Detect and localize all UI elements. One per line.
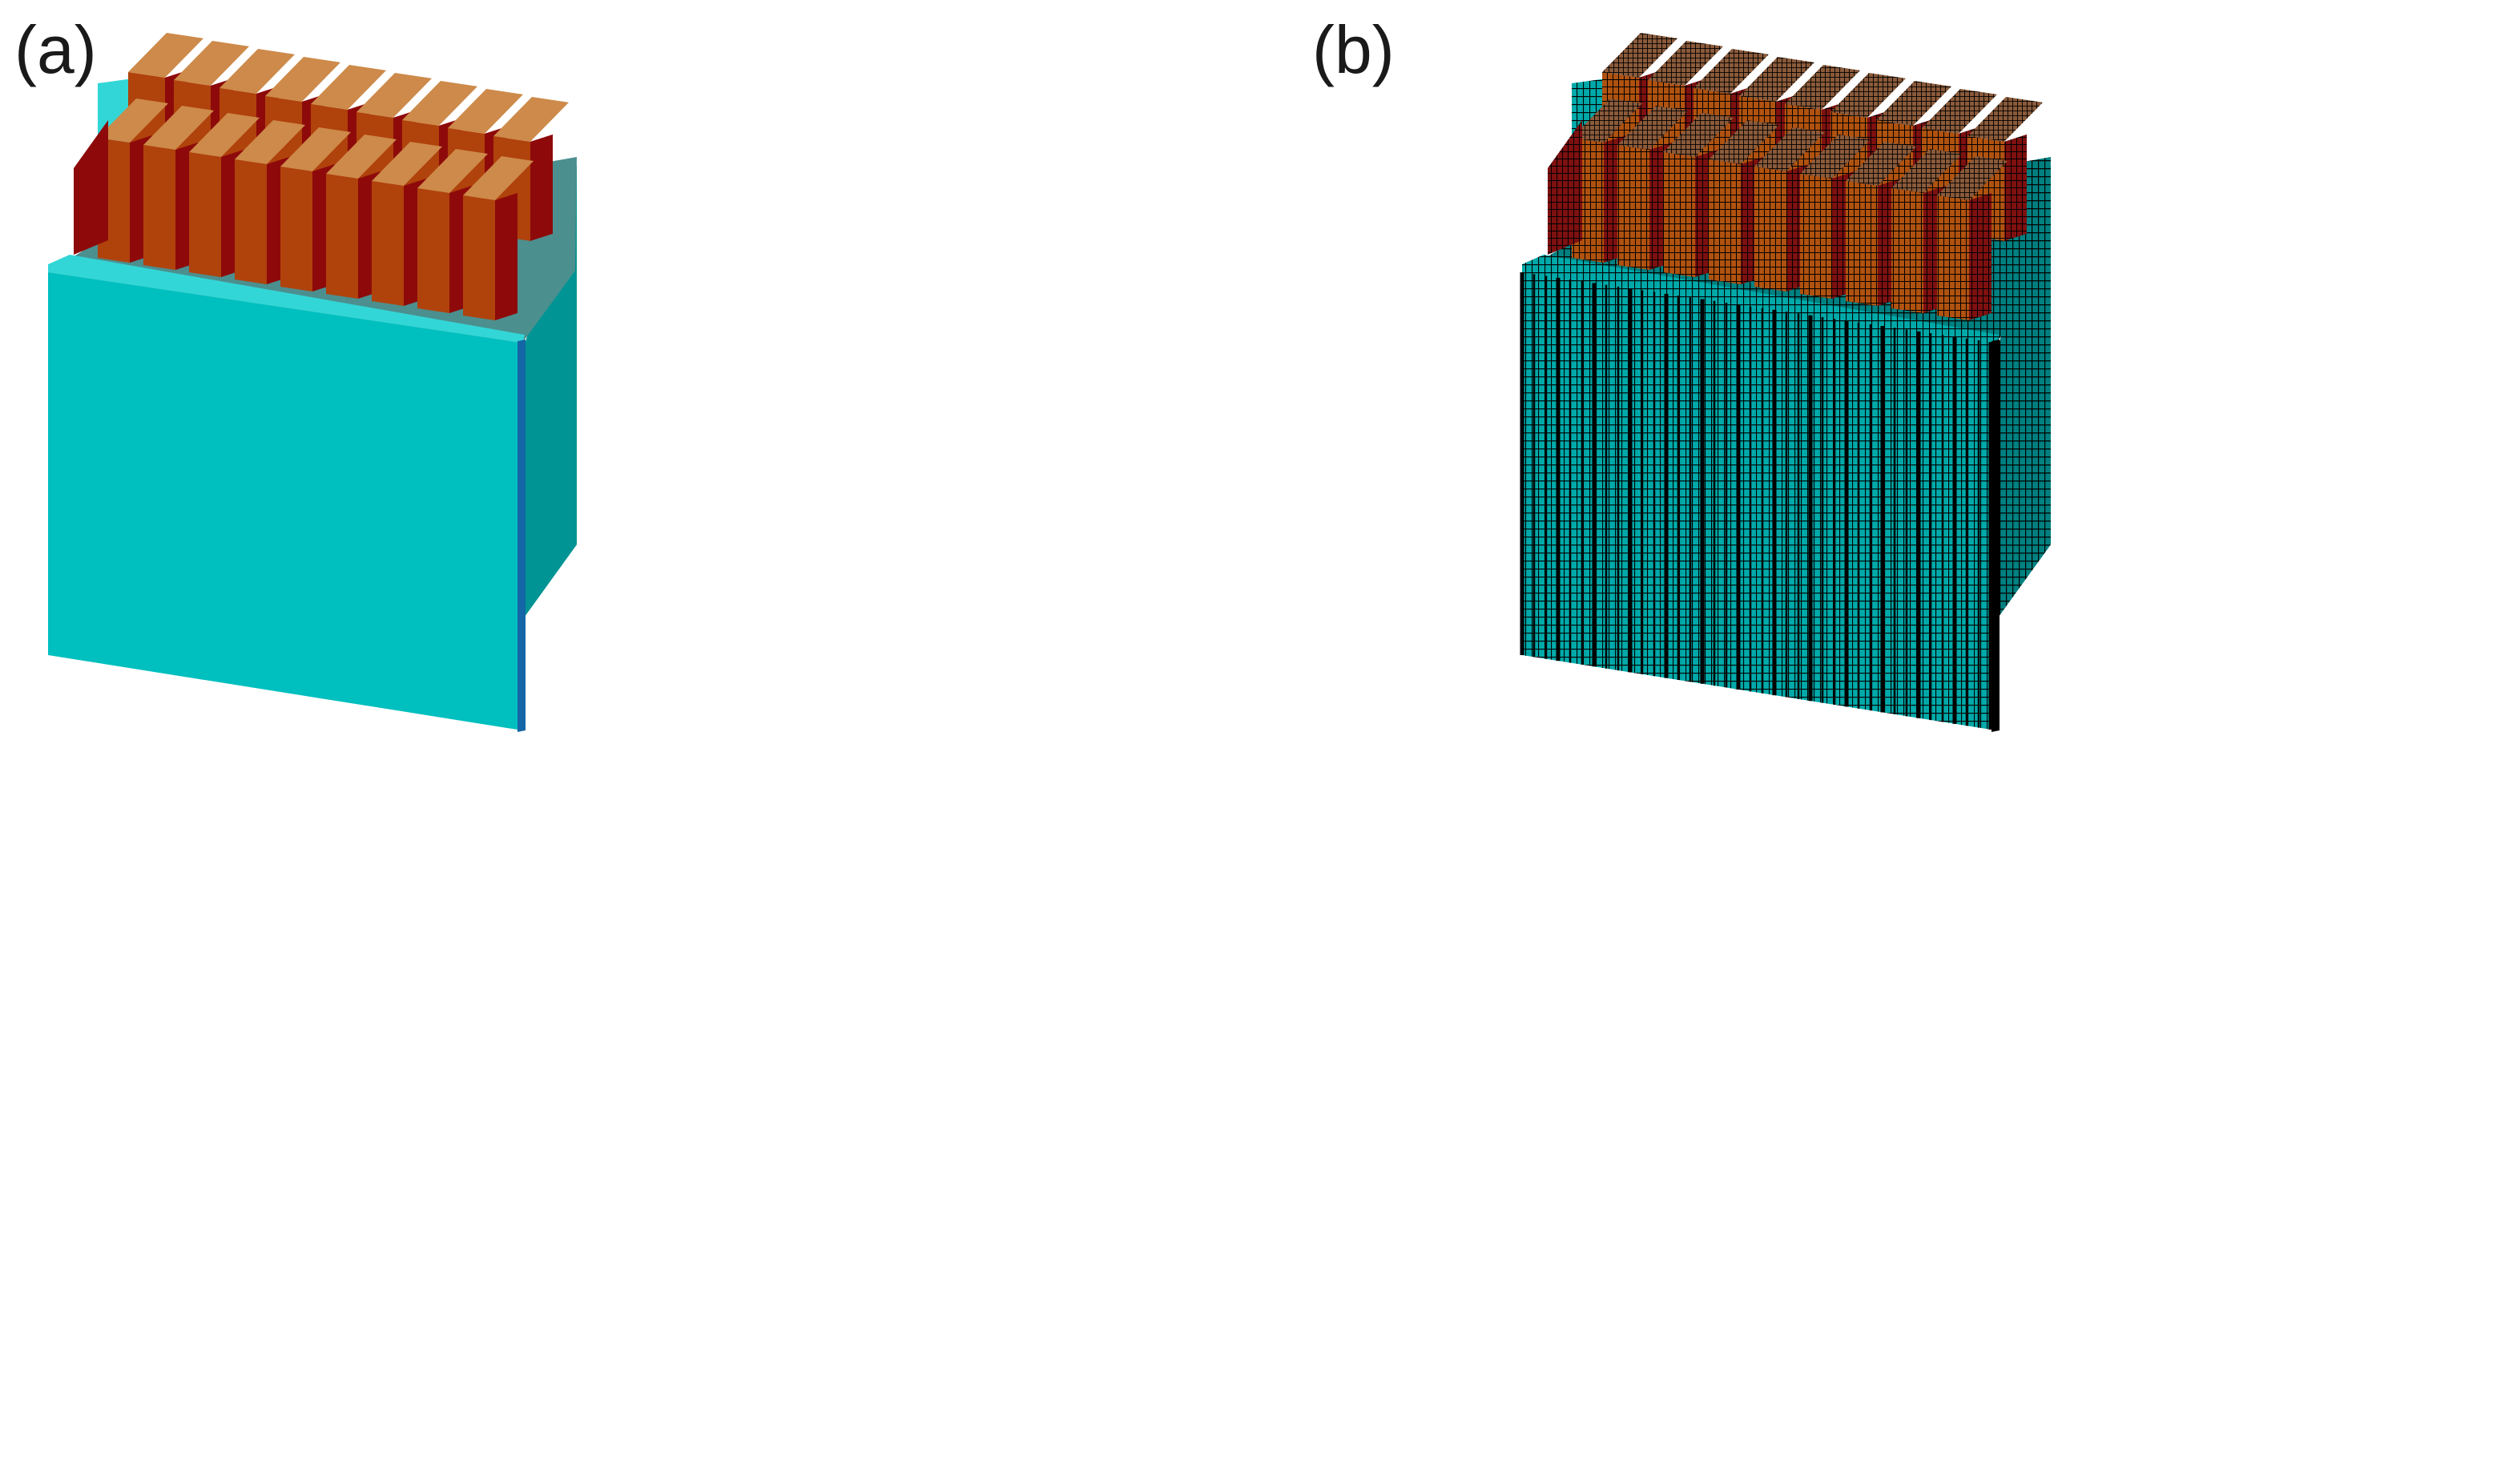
meshed-model-diagram	[1520, 33, 2051, 732]
back-fin-3-top	[219, 49, 295, 94]
front-fin-5-front	[1754, 167, 1786, 292]
front-fin-2-top	[1617, 106, 1688, 150]
front-fin-1-top	[1572, 99, 1642, 143]
back-fin-9-top	[493, 97, 569, 142]
panel-label-a: (a)	[14, 12, 97, 87]
front-fin-8-front	[417, 188, 449, 313]
meshed-plate-front-face	[1520, 255, 2000, 732]
front-fin-5-front	[280, 167, 312, 292]
back-fin-2-top	[174, 41, 249, 86]
plate-front	[1522, 272, 1996, 730]
meshed-fin-array	[1548, 33, 2043, 320]
front-fin-2-front	[143, 145, 175, 270]
plate-front-top-edge	[48, 255, 525, 344]
front-fin-4-top	[1709, 120, 1779, 164]
front-fin-4-front	[1709, 159, 1741, 284]
front-fin-4-top	[235, 120, 305, 164]
back-fin-4-top	[265, 57, 340, 102]
front-fin-9-front	[463, 195, 495, 320]
front-fin-9-side	[1969, 193, 1992, 320]
front-fin-9-front	[1937, 195, 1969, 320]
front-fin-3-top	[1663, 113, 1734, 157]
back-fin-8-top	[1922, 89, 1997, 134]
front-fin-6-top	[326, 135, 397, 179]
back-fin-1-top	[128, 33, 203, 78]
back-fin-1-top	[1602, 33, 1677, 78]
back-fin-6-top	[356, 73, 432, 118]
back-fin-9-side	[2004, 134, 2027, 241]
back-fin-4-top	[1739, 57, 1814, 102]
front-fin-7-front	[372, 181, 404, 306]
front-fin-8-top	[1891, 149, 1962, 193]
front-fin-8-front	[1891, 188, 1923, 313]
back-fin-5-top	[311, 65, 386, 110]
front-fin-7-top	[1846, 142, 1916, 186]
front-fin-9-side	[495, 193, 518, 320]
back-fin-3-top	[1693, 49, 1769, 94]
back-fin-7-top	[402, 81, 477, 126]
plate-front-face	[48, 255, 526, 732]
front-fin-3-top	[189, 113, 260, 157]
front-fin-9-top	[463, 156, 534, 200]
end-fin-left	[74, 120, 108, 255]
front-fin-6-front	[1800, 174, 1832, 299]
back-fin-5-top	[1785, 65, 1860, 110]
front-fin-5-top	[280, 127, 351, 171]
front-fin-8-top	[417, 149, 488, 193]
front-fin-6-front	[326, 174, 358, 299]
front-fin-4-front	[235, 159, 267, 284]
fin-array	[74, 33, 569, 320]
front-fin-6-top	[1800, 135, 1871, 179]
solid-model-diagram	[48, 33, 577, 732]
plate-front	[48, 272, 522, 730]
front-fin-5-top	[1754, 127, 1825, 171]
back-fin-9-top	[1967, 97, 2043, 142]
plate-front-top-edge	[1522, 255, 1999, 344]
front-fin-2-front	[1617, 145, 1649, 270]
front-fin-1-top	[98, 99, 168, 143]
panel-label-b: (b)	[1312, 12, 1395, 87]
back-fin-7-top	[1876, 81, 1951, 126]
back-fin-9-side	[530, 134, 553, 241]
plate-front-right-edge	[1992, 340, 2000, 732]
back-fin-8-top	[448, 89, 523, 134]
front-fin-3-front	[189, 152, 221, 277]
front-fin-7-front	[1846, 181, 1878, 306]
front-fin-3-front	[1663, 152, 1695, 277]
back-fin-2-top	[1648, 41, 1723, 86]
front-fin-7-top	[372, 142, 442, 186]
back-fin-6-top	[1830, 73, 1906, 118]
front-fin-9-top	[1937, 156, 2008, 200]
front-fin-2-top	[143, 106, 214, 150]
plate-front-right-edge	[518, 340, 526, 732]
end-fin-left	[1548, 120, 1582, 255]
